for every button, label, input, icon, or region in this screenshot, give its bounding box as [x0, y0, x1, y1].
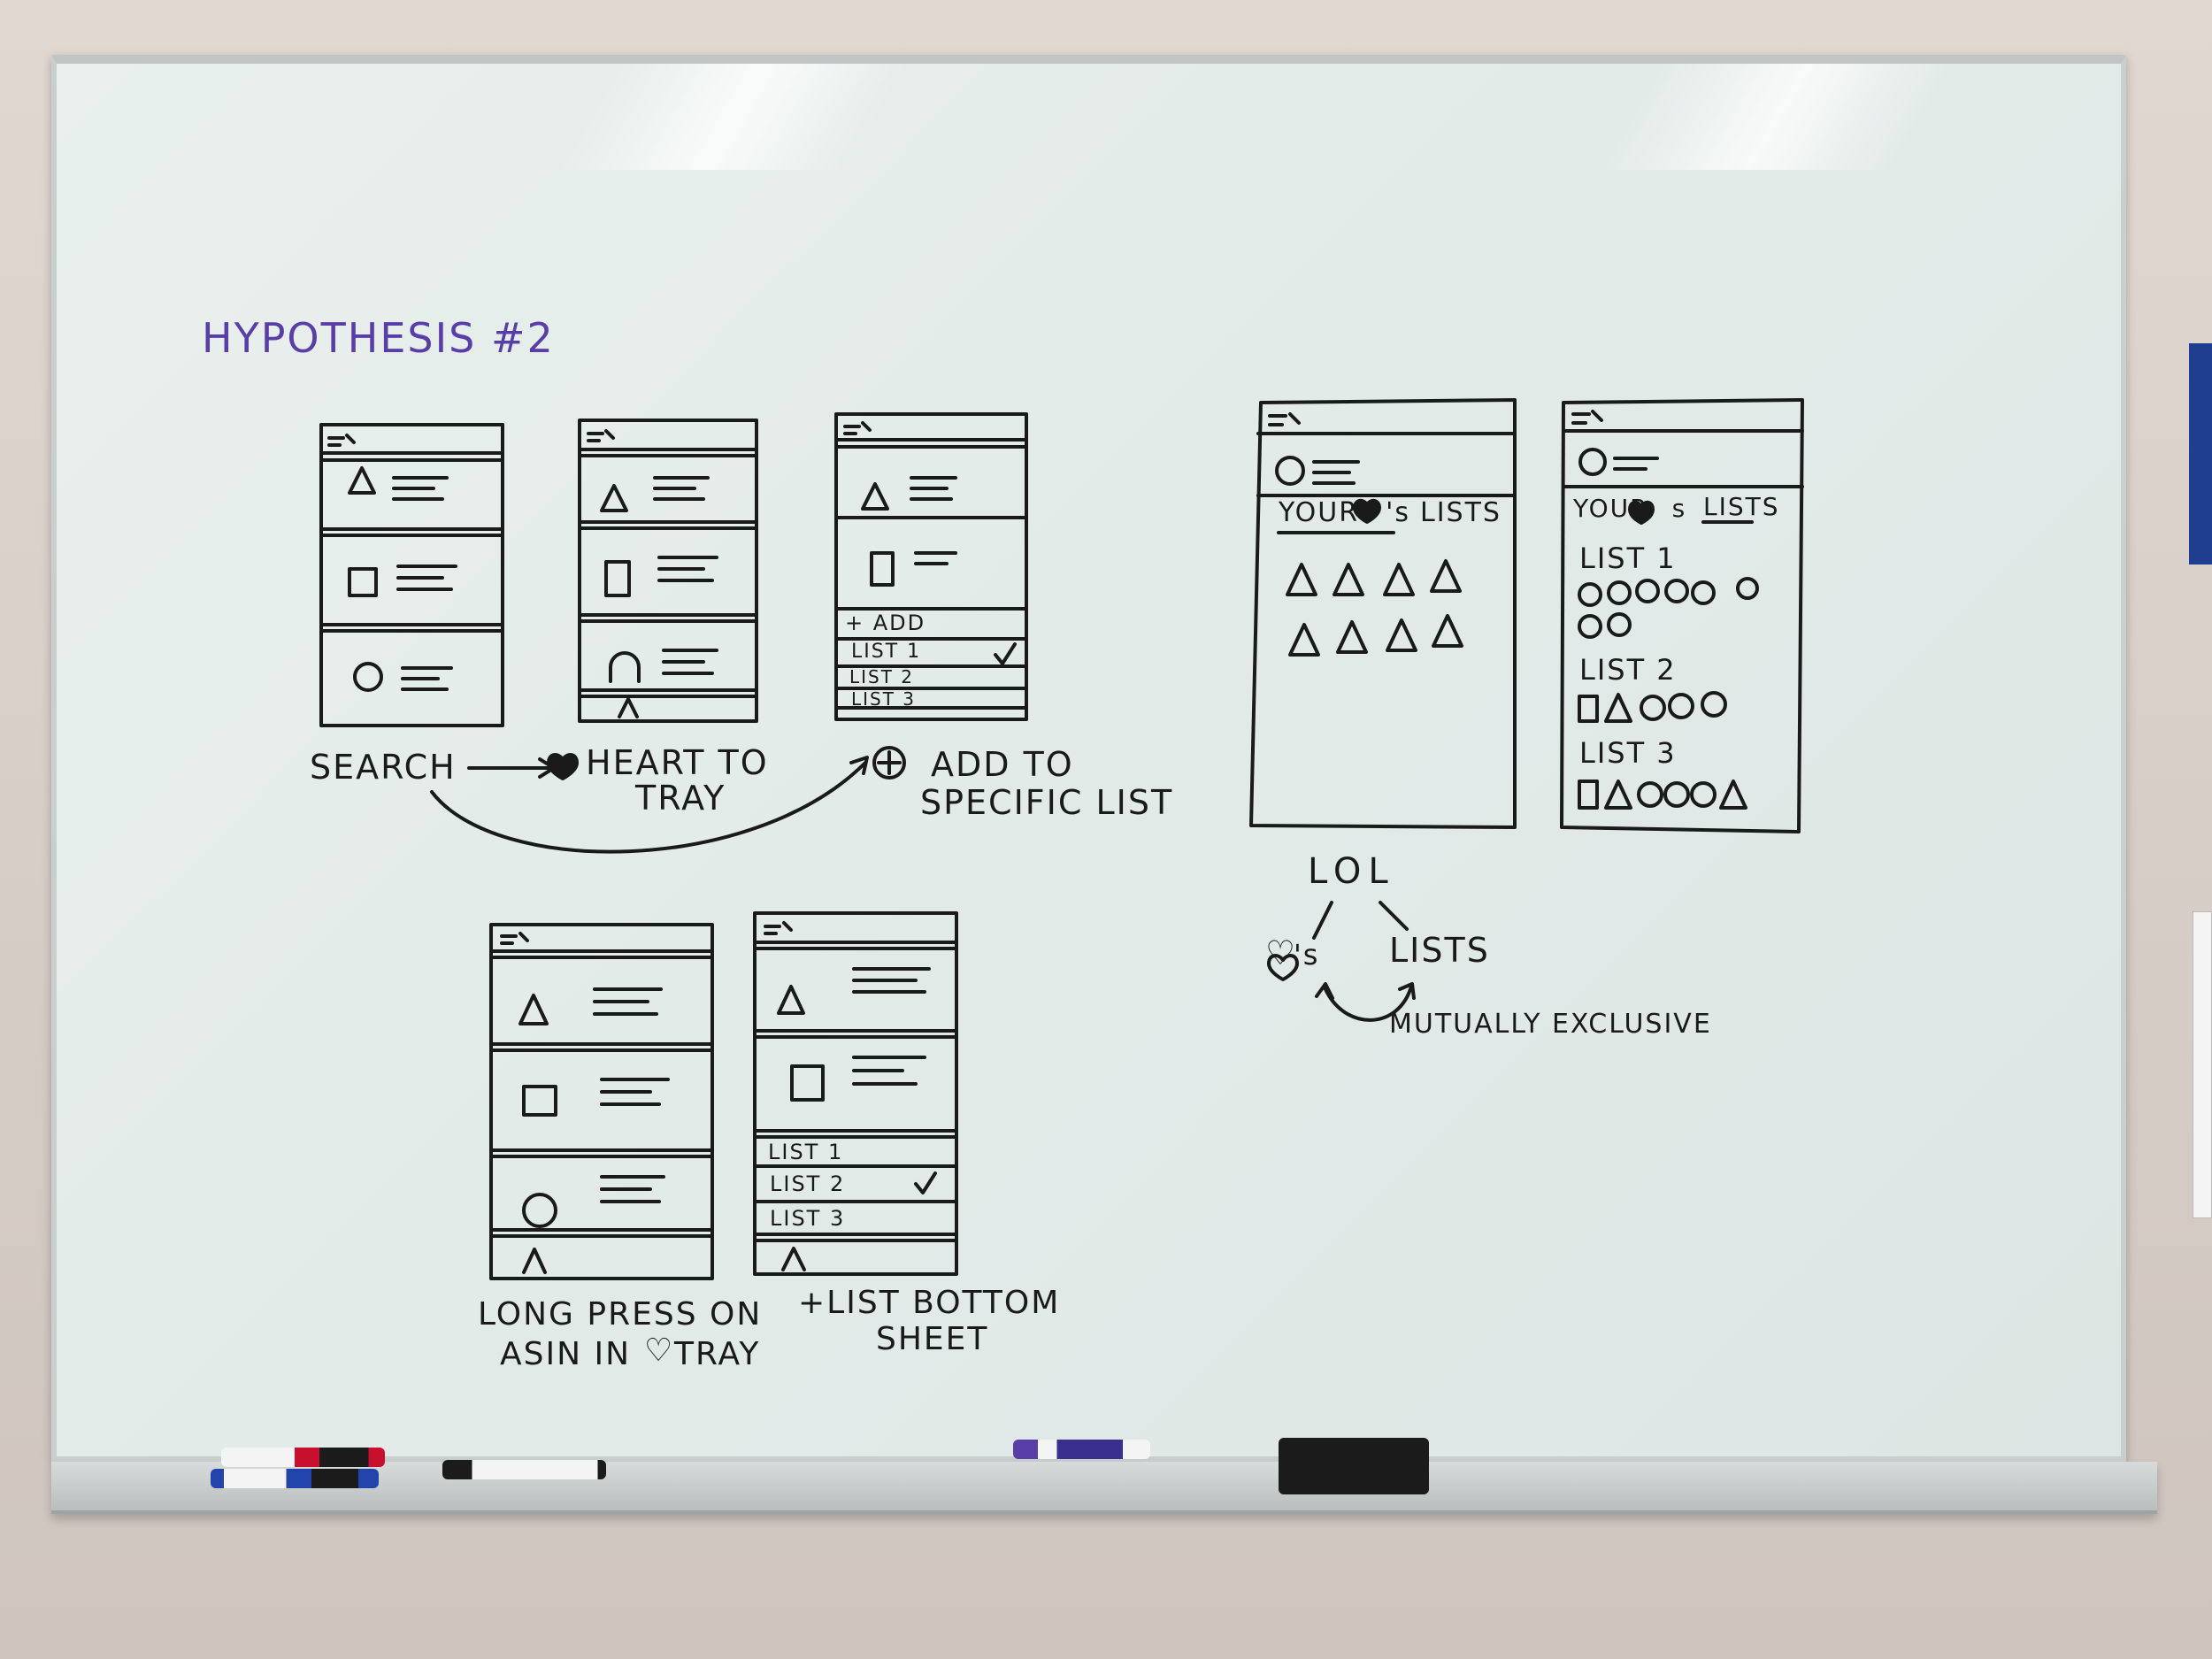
marker-tray — [51, 1462, 2157, 1514]
purple-marker — [1013, 1440, 1150, 1459]
wireframe-heart-tray — [578, 419, 758, 723]
diagram-lists: LISTS — [1389, 931, 1490, 970]
tab-a-your: YOUR 's — [1279, 497, 1410, 528]
wireframe-long-press — [489, 923, 714, 1280]
sheet3-list-2: LIST 2 — [849, 666, 915, 687]
label-add-to: ADD TO — [931, 745, 1074, 784]
wireframe-list-sheet — [753, 911, 958, 1276]
heart-icon-diagram: ♡ — [1265, 933, 1298, 972]
red-marker — [221, 1448, 385, 1467]
label-search: SEARCH — [310, 748, 457, 787]
wireframe-search — [319, 423, 504, 727]
label-long-press-tray: TRAY — [674, 1336, 761, 1372]
diagram-lol: LOL — [1308, 851, 1395, 892]
label-heart-to: HEART TO — [586, 743, 769, 782]
tab-a-your-suffix: 's — [1386, 497, 1410, 528]
black-marker — [442, 1460, 606, 1479]
label-asin-in: ASIN IN — [500, 1336, 632, 1372]
tab-b-list-2: LIST 2 — [1579, 653, 1677, 687]
tab-b-your-suffix: s — [1671, 494, 1687, 523]
wireframe-add-to-list — [834, 412, 1028, 721]
sheet3-list-1: LIST 1 — [851, 641, 922, 663]
wall-sign — [2189, 343, 2212, 565]
flow-arrows — [430, 746, 906, 854]
sheet3-list-3: LIST 3 — [851, 688, 917, 710]
diagram-hearts-suffix: 's — [1294, 938, 1320, 972]
whiteboard-eraser — [1279, 1438, 1429, 1494]
tab-a-lists: LISTS — [1420, 497, 1502, 528]
label-long-press: LONG PRESS ON — [478, 1296, 763, 1333]
lol-diagram — [1267, 901, 1416, 1022]
tab-b-list-3: LIST 3 — [1579, 736, 1677, 770]
sheet3-add: + ADD — [845, 611, 926, 635]
sheet5-list-2: LIST 2 — [770, 1171, 846, 1196]
heart-icon-long-press: ♡ — [644, 1333, 675, 1369]
tab-b-your: YOUR s — [1573, 494, 1686, 523]
tab-b-your-label: YOUR — [1573, 494, 1649, 523]
tab-a-your-label: YOUR — [1279, 497, 1360, 528]
tabs-screen-hearts — [1249, 398, 1517, 829]
sheet5-list-1: LIST 1 — [768, 1140, 844, 1164]
label-sheet: SHEET — [876, 1321, 989, 1357]
diagram-mutually-exclusive: MUTUALLY EXCLUSIVE — [1389, 1009, 1712, 1040]
whiteboard — [51, 55, 2126, 1462]
tab-b-list-1: LIST 1 — [1579, 541, 1677, 575]
blue-marker — [211, 1469, 379, 1488]
tabs-screen-lists — [1560, 398, 1804, 833]
label-specific-list: SPECIFIC LIST — [920, 783, 1174, 822]
tab-b-lists: LISTS — [1703, 492, 1780, 521]
board-title: HYPOTHESIS #2 — [202, 314, 555, 362]
label-tray: TRAY — [635, 779, 726, 818]
sheet5-list-3: LIST 3 — [770, 1206, 846, 1231]
label-list-bottom: +LIST BOTTOM — [798, 1285, 1061, 1321]
